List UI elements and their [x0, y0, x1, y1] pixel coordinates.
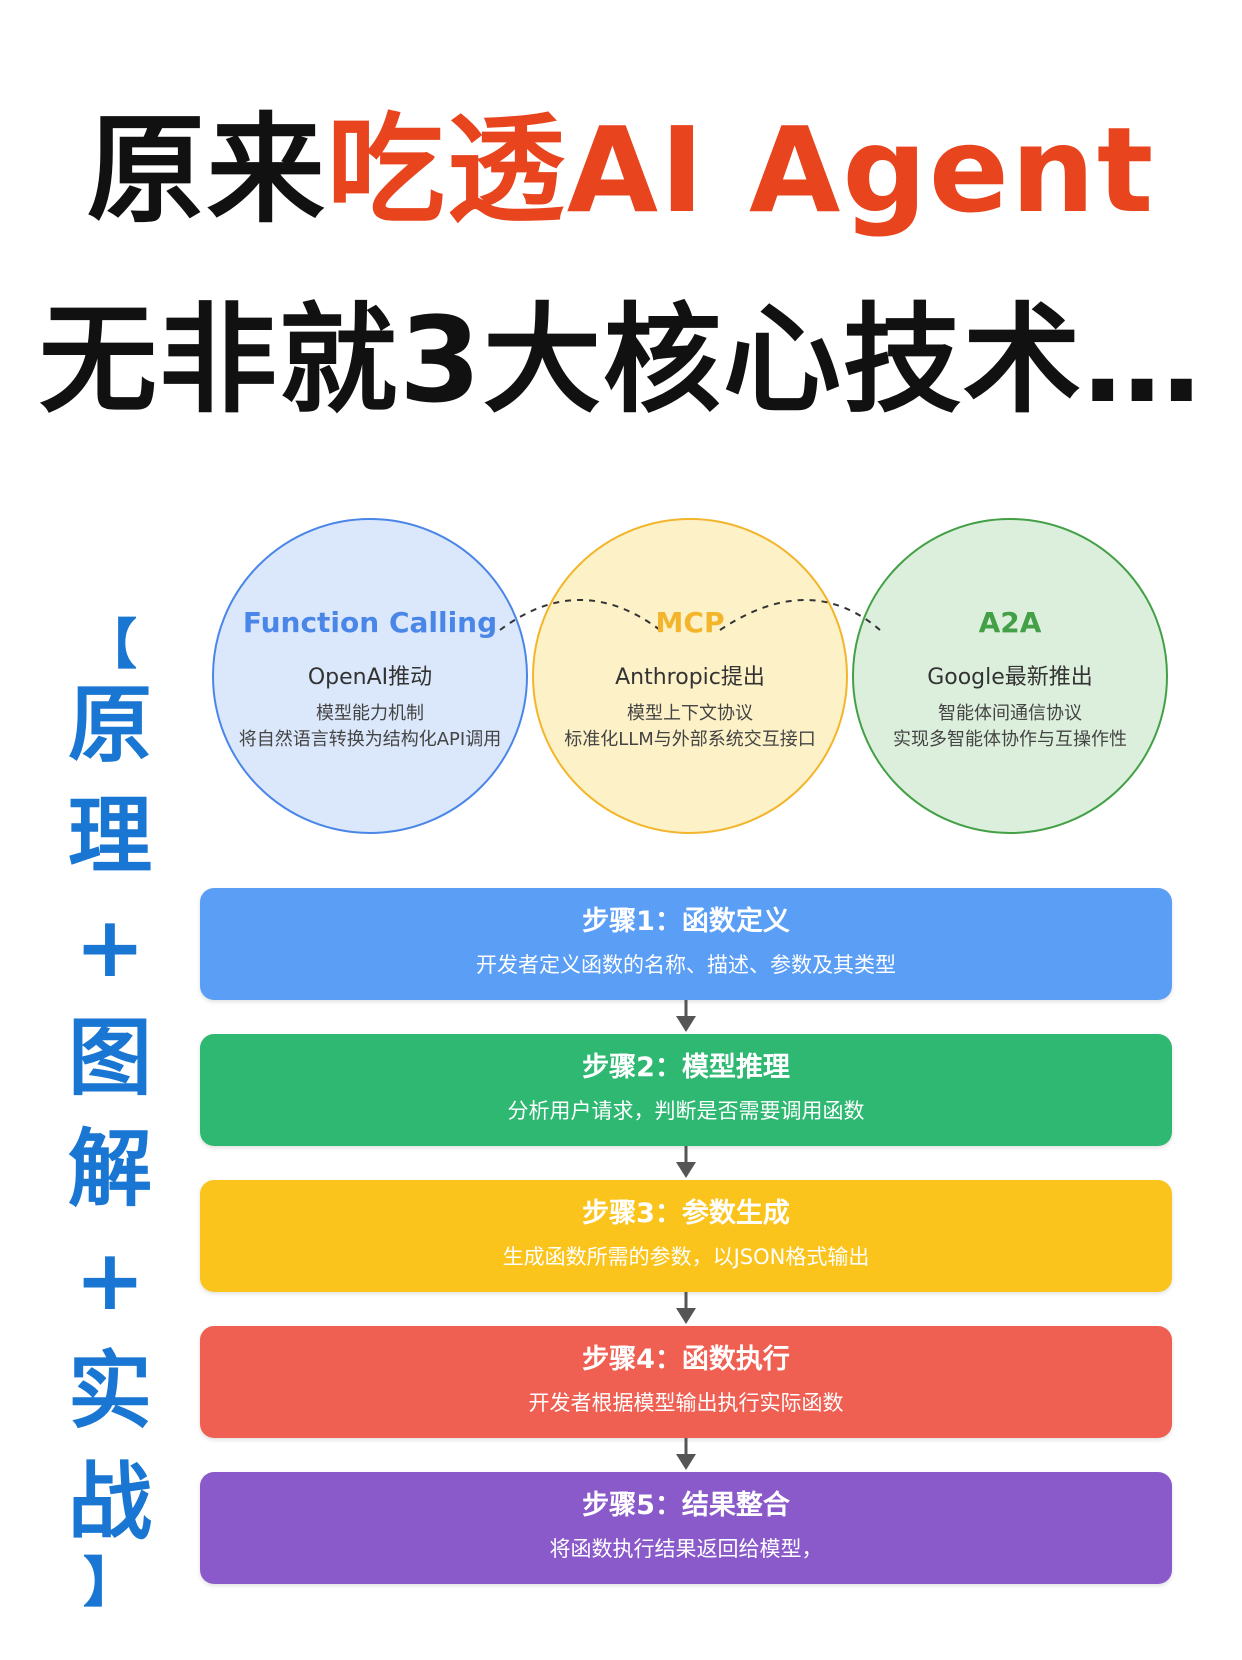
step-title: 步骤3：参数生成 [582, 1198, 790, 1229]
step-title: 步骤1：函数定义 [582, 906, 790, 937]
side-label-char: + [74, 1231, 146, 1329]
circle-subtitle: Anthropic提出 [615, 665, 765, 690]
circle-desc-line-1: 模型上下文协议 [627, 703, 753, 724]
step-desc: 将函数执行结果返回给模型， [549, 1537, 823, 1561]
side-label-char: 理 [67, 787, 152, 885]
side-label-open-bracket: 【 [83, 613, 137, 676]
step-desc: 生成函数所需的参数，以JSON格式输出 [502, 1245, 870, 1269]
step-1-card: 步骤1：函数定义 开发者定义函数的名称、描述、参数及其类型 [200, 888, 1172, 1000]
circle-title: A2A [978, 606, 1042, 639]
headline-line-1: 原来吃透AI Agent [0, 95, 1242, 245]
arrow-down-icon [676, 1292, 696, 1324]
circle-desc-line-2: 将自然语言转换为结构化API调用 [238, 729, 502, 750]
side-label-char: 战 [67, 1453, 152, 1551]
step-title: 步骤5：结果整合 [582, 1490, 790, 1521]
circle-desc-line-1: 智能体间通信协议 [938, 703, 1082, 724]
arrow-down-icon [676, 1438, 696, 1470]
step-4-card: 步骤4：函数执行 开发者根据模型输出执行实际函数 [200, 1326, 1172, 1438]
step-3-card: 步骤3：参数生成 生成函数所需的参数，以JSON格式输出 [200, 1180, 1172, 1292]
step-desc: 开发者定义函数的名称、描述、参数及其类型 [476, 953, 896, 977]
side-label-char: + [74, 898, 146, 996]
circle-text-a2a: A2A Google最新推出 智能体间通信协议 实现多智能体协作与互操作性 [850, 606, 1170, 752]
headline-line-2: 无非就3大核心技术… [38, 291, 1204, 429]
side-label-close-bracket: 】 [83, 1551, 137, 1614]
step-title: 步骤4：函数执行 [582, 1344, 790, 1375]
circle-desc-line-2: 实现多智能体协作与互操作性 [893, 729, 1127, 750]
side-label-char: 图 [67, 1009, 152, 1107]
arrow-down-icon [676, 1000, 696, 1032]
circle-text-mcp: MCP Anthropic提出 模型上下文协议 标准化LLM与外部系统交互接口 [530, 606, 850, 752]
circle-subtitle: Google最新推出 [927, 665, 1093, 690]
side-label-char: 原 [67, 676, 152, 774]
side-label-char: 解 [67, 1120, 152, 1218]
step-5-card: 步骤5：结果整合 将函数执行结果返回给模型， [200, 1472, 1172, 1584]
step-title: 步骤2：模型推理 [582, 1052, 790, 1083]
headline-prefix: 原来 [86, 101, 327, 239]
circle-desc-line-1: 模型能力机制 [316, 703, 424, 724]
circle-text-function-calling: Function Calling OpenAI推动 模型能力机制 将自然语言转换… [210, 606, 530, 752]
circle-desc-line-2: 标准化LLM与外部系统交互接口 [564, 729, 816, 750]
step-2-card: 步骤2：模型推理 分析用户请求，判断是否需要调用函数 [200, 1034, 1172, 1146]
side-label-char: 实 [67, 1342, 152, 1440]
circle-subtitle: OpenAI推动 [307, 665, 433, 690]
headline-accent: 吃透AI Agent [326, 101, 1156, 239]
step-desc: 开发者根据模型输出执行实际函数 [528, 1391, 844, 1415]
side-label: 【 原 理 + 图 解 + 实 战 】 [62, 613, 158, 1614]
circle-title: MCP [655, 606, 725, 639]
step-desc: 分析用户请求，判断是否需要调用函数 [507, 1099, 865, 1123]
circle-title: Function Calling [242, 606, 498, 639]
arrow-down-icon [676, 1146, 696, 1178]
